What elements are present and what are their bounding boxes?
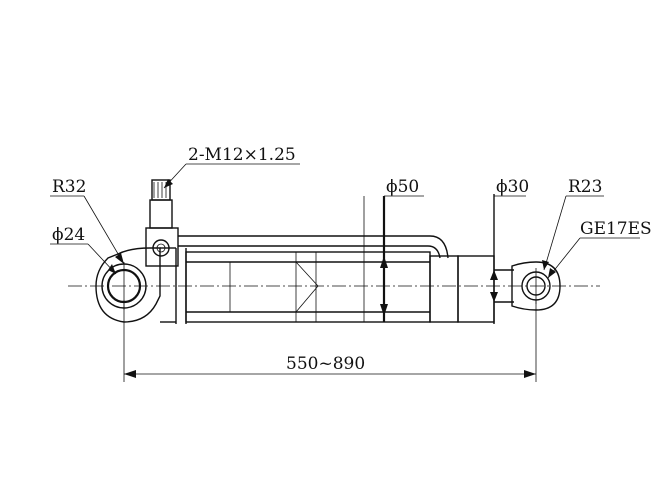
bearing-leader bbox=[547, 237, 640, 279]
bearing-label: GE17ES bbox=[580, 219, 652, 239]
r-right-label: R23 bbox=[568, 177, 602, 197]
dim-rod bbox=[490, 195, 526, 302]
dim-length bbox=[123, 300, 537, 382]
r23-leader bbox=[542, 195, 604, 271]
left-head bbox=[145, 179, 187, 324]
r-left-label: R32 bbox=[52, 177, 86, 197]
thread-label: 2-M12×1.25 bbox=[188, 145, 296, 165]
d-left-label: ϕ24 bbox=[52, 225, 85, 245]
piston-rod bbox=[493, 194, 514, 324]
thread-leader bbox=[163, 163, 300, 189]
d-rod-label: ϕ30 bbox=[496, 177, 529, 197]
gland bbox=[429, 255, 495, 323]
d-barrel-label: ϕ50 bbox=[386, 177, 419, 197]
r32-leader bbox=[50, 195, 125, 265]
d24-leader bbox=[50, 243, 117, 275]
dim-barrel bbox=[363, 195, 424, 322]
left-eye bbox=[95, 247, 176, 323]
oil-pipe bbox=[178, 235, 449, 259]
barrel bbox=[185, 196, 431, 323]
length-label: 550~890 bbox=[286, 354, 365, 374]
